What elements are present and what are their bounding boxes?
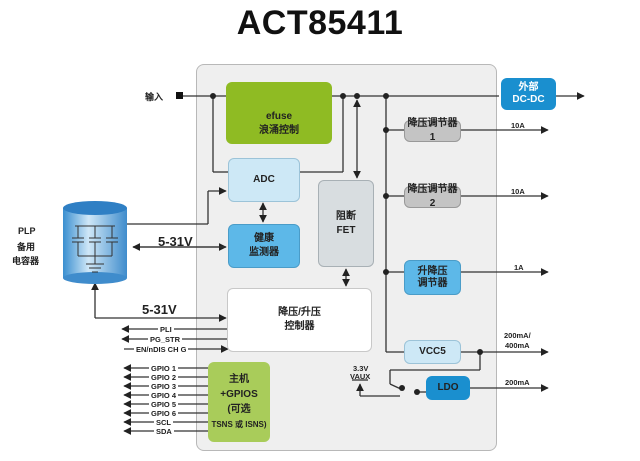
output-vcc5-2: 400mA — [505, 341, 530, 350]
buck1-label: 降压调节器 1 — [407, 118, 458, 143]
scl-label: SCL — [154, 418, 173, 427]
voltage-label-top: 5-31V — [158, 234, 193, 249]
ext-dcdc-label-1: 外部 — [518, 82, 539, 93]
buck-regulator-2-block[interactable]: 降压调节器 2 — [404, 184, 461, 209]
bbreg-label-1: 升降压 — [417, 265, 448, 277]
output-buck2: 10A — [511, 187, 525, 196]
signal-pli: PLI — [158, 325, 174, 334]
output-ldo: 200mA — [505, 378, 530, 387]
controller-label-2: 控制器 — [284, 321, 315, 332]
efuse-block[interactable]: efuse 浪涌控制 — [226, 82, 332, 144]
gpio-5-label: GPIO 5 — [149, 400, 179, 409]
host-label-3: (可选 — [227, 404, 251, 415]
output-buckboost: 1A — [514, 263, 524, 272]
gpio-3-label: GPIO 3 — [149, 382, 179, 391]
gpio-4-label: GPIO 4 — [149, 391, 179, 400]
ldo-label: LDO — [437, 382, 459, 393]
vaux-label-2: VAUX — [350, 372, 371, 381]
fet-label-2: FET — [336, 224, 356, 236]
host-gpio-block[interactable]: 主机 +GPIOS (可选 TSNS 或 ISNS) — [208, 362, 270, 442]
plp-capacitor-icon — [63, 201, 127, 284]
health-label-2: 监测器 — [249, 247, 279, 258]
sda-label: SDA — [154, 427, 174, 436]
input-label: 输入 — [145, 92, 164, 102]
adc-block[interactable]: ADC — [228, 158, 300, 202]
adc-label: ADC — [253, 174, 275, 185]
host-label-1: 主机 — [229, 374, 249, 385]
buck-regulator-1-block[interactable]: 降压调节器 1 — [404, 118, 461, 143]
vcc5-label: VCC5 — [419, 346, 446, 357]
efuse-sublabel: 浪涌控制 — [259, 125, 299, 136]
bbreg-label-2: 调节器 — [417, 277, 448, 289]
efuse-label: efuse — [265, 111, 293, 122]
health-label-1: 健康 — [254, 233, 274, 244]
diagram-title: ACT85411 — [236, 4, 404, 42]
buck2-label: 降压调节器 2 — [407, 184, 458, 209]
signal-pg-str: PG_STR — [148, 335, 183, 344]
blocking-fet-block[interactable]: 阻断 FET — [318, 180, 374, 267]
voltage-label-bottom: 5-31V — [142, 302, 177, 317]
health-monitor-block[interactable]: 健康 监测器 — [228, 224, 300, 268]
gpio-2-label: GPIO 2 — [149, 373, 179, 382]
controller-label-1: 降压/升压 — [278, 307, 321, 318]
host-label-4: TSNS 或 ISNS) — [211, 420, 267, 429]
signal-en-ndis: EN/nDIS CH G — [134, 345, 189, 354]
plp-label-2: 备用 — [17, 242, 36, 252]
buck-boost-controller-block[interactable]: 降压/升压 控制器 — [227, 288, 372, 352]
plp-label-1: PLP — [18, 226, 36, 236]
plp-label-3: 电容器 — [12, 256, 40, 266]
gpio-1-label: GPIO 1 — [149, 364, 179, 373]
output-buck1: 10A — [511, 121, 525, 130]
output-vcc5-1: 200mA/ — [504, 331, 531, 340]
external-dcdc-block[interactable]: 外部 DC-DC — [501, 78, 556, 110]
ldo-block[interactable]: LDO — [426, 376, 470, 400]
vaux-label-1: 3.3V — [353, 364, 369, 373]
gpio-6-label: GPIO 6 — [149, 409, 179, 418]
buck-boost-regulator-block[interactable]: 升降压 调节器 — [404, 260, 461, 295]
input-pin — [176, 92, 183, 99]
host-label-2: +GPIOS — [220, 389, 258, 400]
fet-label-1: 阻断 — [336, 210, 356, 222]
ext-dcdc-label-2: DC-DC — [512, 94, 545, 105]
vcc5-block[interactable]: VCC5 — [404, 340, 461, 364]
